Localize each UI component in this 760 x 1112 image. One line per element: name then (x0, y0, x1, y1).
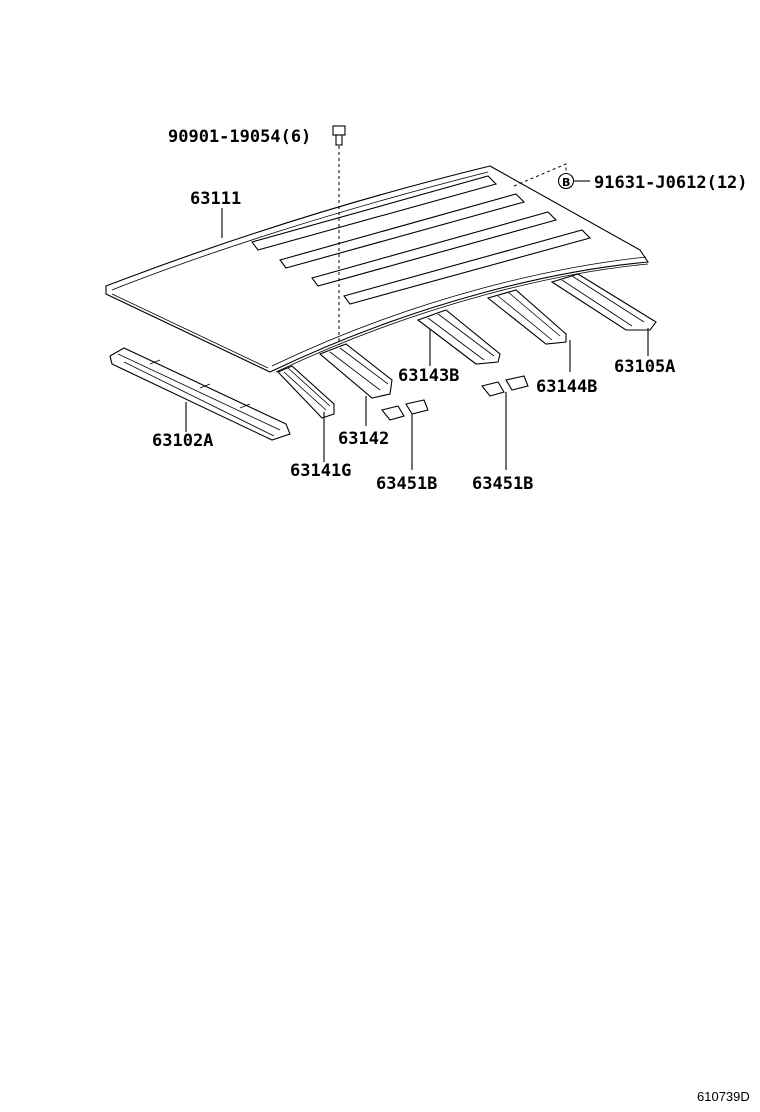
label-clip-ref: B (562, 176, 570, 189)
bracket-left[interactable] (381, 399, 429, 421)
front-header-panel[interactable] (109, 347, 291, 441)
bracket-right[interactable] (481, 375, 529, 397)
label-bow-3: 63143B (398, 366, 459, 386)
label-bow-1: 63141G (290, 461, 351, 481)
label-roof-panel: 63111 (190, 189, 241, 209)
roof-bow-63143b[interactable] (416, 309, 501, 365)
roof-bow-63142[interactable] (318, 343, 393, 399)
bolt-icon[interactable] (332, 125, 346, 146)
label-bow-2: 63142 (338, 429, 389, 449)
label-clip: 91631-J0612(12) (594, 173, 748, 193)
label-bow-4: 63144B (536, 377, 597, 397)
diagram-code: 610739D (697, 1089, 750, 1104)
roof-bow-63141g[interactable] (277, 365, 335, 419)
label-front-header: 63102A (152, 431, 213, 451)
roof-bow-63144b[interactable] (486, 289, 567, 345)
clip-ref-circle (557, 172, 575, 190)
label-bolt: 90901-19054(6) (168, 127, 311, 147)
label-rear-header: 63105A (614, 357, 675, 377)
roof-panel[interactable] (105, 165, 649, 373)
rear-header-63105a[interactable] (550, 273, 657, 331)
label-bracket-1: 63451B (376, 474, 437, 494)
label-bracket-2: 63451B (472, 474, 533, 494)
